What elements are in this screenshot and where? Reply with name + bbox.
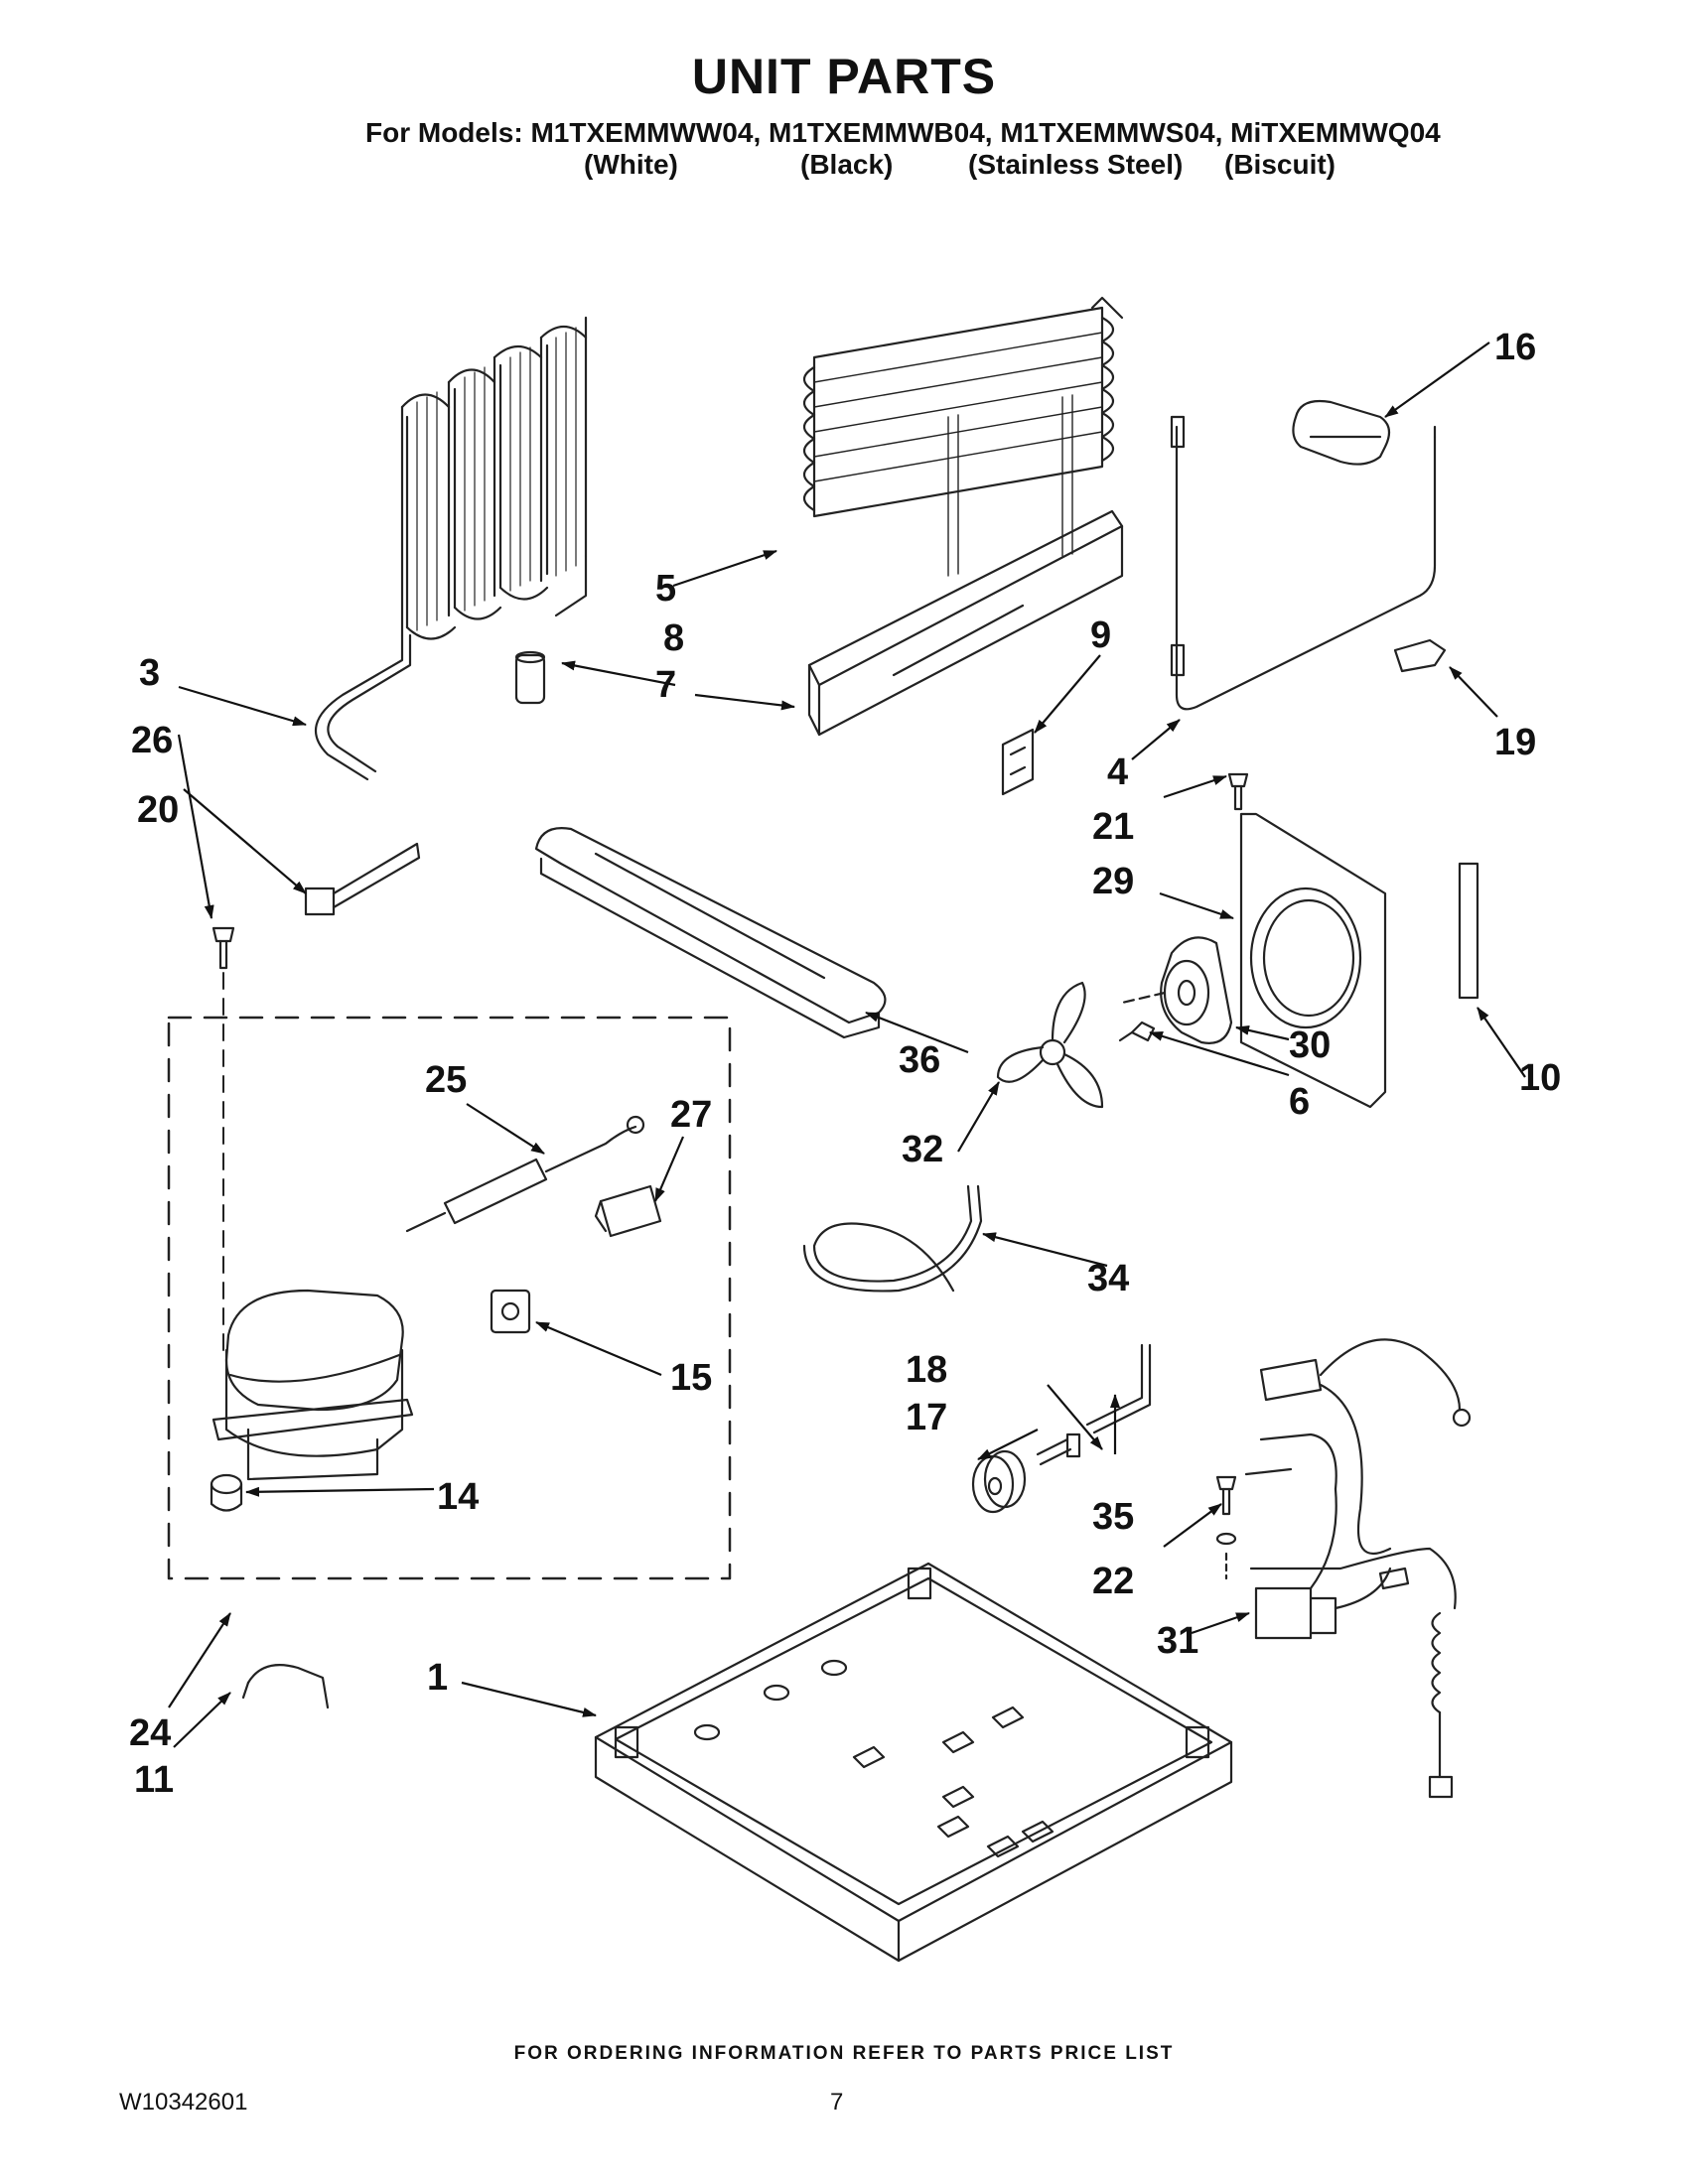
screw-21 bbox=[1227, 772, 1249, 811]
defrost-heater bbox=[1170, 415, 1437, 711]
callout-26: 26 bbox=[131, 720, 173, 761]
screw-20 bbox=[211, 926, 235, 970]
screw-22 bbox=[1215, 1475, 1237, 1580]
callout-22: 22 bbox=[1092, 1561, 1134, 1602]
callout-29: 29 bbox=[1092, 861, 1134, 902]
bolt bbox=[1036, 1433, 1081, 1466]
callout-3: 3 bbox=[139, 652, 160, 694]
models-line: For Models: M1TXEMMWW04, M1TXEMMWB04, M1… bbox=[365, 117, 1441, 148]
variant-white: (White) bbox=[584, 149, 678, 180]
callout-18: 18 bbox=[906, 1349, 947, 1391]
callout-16: 16 bbox=[1494, 327, 1536, 368]
callout-34: 34 bbox=[1087, 1258, 1129, 1299]
callout-5: 5 bbox=[655, 568, 676, 610]
callout-4: 4 bbox=[1107, 751, 1128, 793]
water-tube bbox=[802, 1184, 983, 1293]
callout-6: 6 bbox=[1289, 1081, 1310, 1123]
grommet bbox=[210, 1473, 243, 1512]
callout-10: 10 bbox=[1519, 1057, 1561, 1099]
callout-20: 20 bbox=[137, 789, 179, 831]
base-frame bbox=[594, 1562, 1233, 1963]
filter-strip bbox=[1458, 862, 1479, 1000]
callout-9: 9 bbox=[1090, 614, 1111, 656]
callout-11: 11 bbox=[134, 1759, 174, 1801]
fan-shroud bbox=[1239, 812, 1387, 1109]
drier bbox=[514, 650, 546, 705]
callout-8: 8 bbox=[663, 617, 684, 659]
document-number: W10342601 bbox=[119, 2089, 248, 2116]
callout-32: 32 bbox=[902, 1129, 943, 1170]
callout-7: 7 bbox=[655, 664, 676, 706]
variant-black: (Black) bbox=[800, 149, 894, 180]
overload bbox=[490, 1289, 531, 1334]
leader-lines bbox=[168, 341, 1526, 1748]
evaporator-tray bbox=[807, 509, 1124, 737]
compressor bbox=[211, 1289, 414, 1481]
ordering-note: FOR ORDERING INFORMATION REFER TO PARTS … bbox=[513, 2043, 1175, 2064]
fan-motor bbox=[1120, 936, 1233, 1044]
callout-17: 17 bbox=[906, 1397, 947, 1438]
callout-24: 24 bbox=[129, 1712, 171, 1754]
callout-36: 36 bbox=[899, 1039, 940, 1081]
callout-30: 30 bbox=[1289, 1024, 1331, 1066]
capillary-tube bbox=[405, 1115, 645, 1233]
relay bbox=[594, 1184, 662, 1238]
callout-31: 31 bbox=[1157, 1620, 1198, 1662]
callout-15: 15 bbox=[670, 1357, 712, 1399]
wire-harness bbox=[1244, 1338, 1472, 1799]
tube bbox=[1085, 1343, 1152, 1434]
fan-blade bbox=[996, 981, 1104, 1109]
callout-27: 27 bbox=[670, 1094, 712, 1136]
bracket-11 bbox=[241, 1664, 330, 1709]
condenser-coil bbox=[314, 316, 588, 781]
variant-stainless: (Stainless Steel) bbox=[968, 149, 1184, 180]
callout-35: 35 bbox=[1092, 1496, 1134, 1538]
clip bbox=[1001, 728, 1035, 796]
screw-6 bbox=[1118, 1021, 1156, 1042]
callout-19: 19 bbox=[1494, 722, 1536, 763]
roller bbox=[971, 1449, 1027, 1514]
variant-biscuit: (Biscuit) bbox=[1224, 149, 1336, 180]
cable-tie bbox=[304, 842, 421, 916]
drain-pan bbox=[534, 827, 887, 1039]
callout-21: 21 bbox=[1092, 806, 1134, 848]
thermostat-cover bbox=[1292, 399, 1391, 466]
page-title: UNIT PARTS bbox=[691, 49, 997, 104]
thermostat bbox=[1393, 638, 1447, 673]
callout-1: 1 bbox=[427, 1657, 448, 1699]
page-number: 7 bbox=[830, 2089, 844, 2116]
callout-25: 25 bbox=[425, 1059, 467, 1101]
compressor-kit-box bbox=[167, 1016, 732, 1580]
callout-14: 14 bbox=[437, 1476, 479, 1518]
evaporator bbox=[802, 296, 1124, 577]
